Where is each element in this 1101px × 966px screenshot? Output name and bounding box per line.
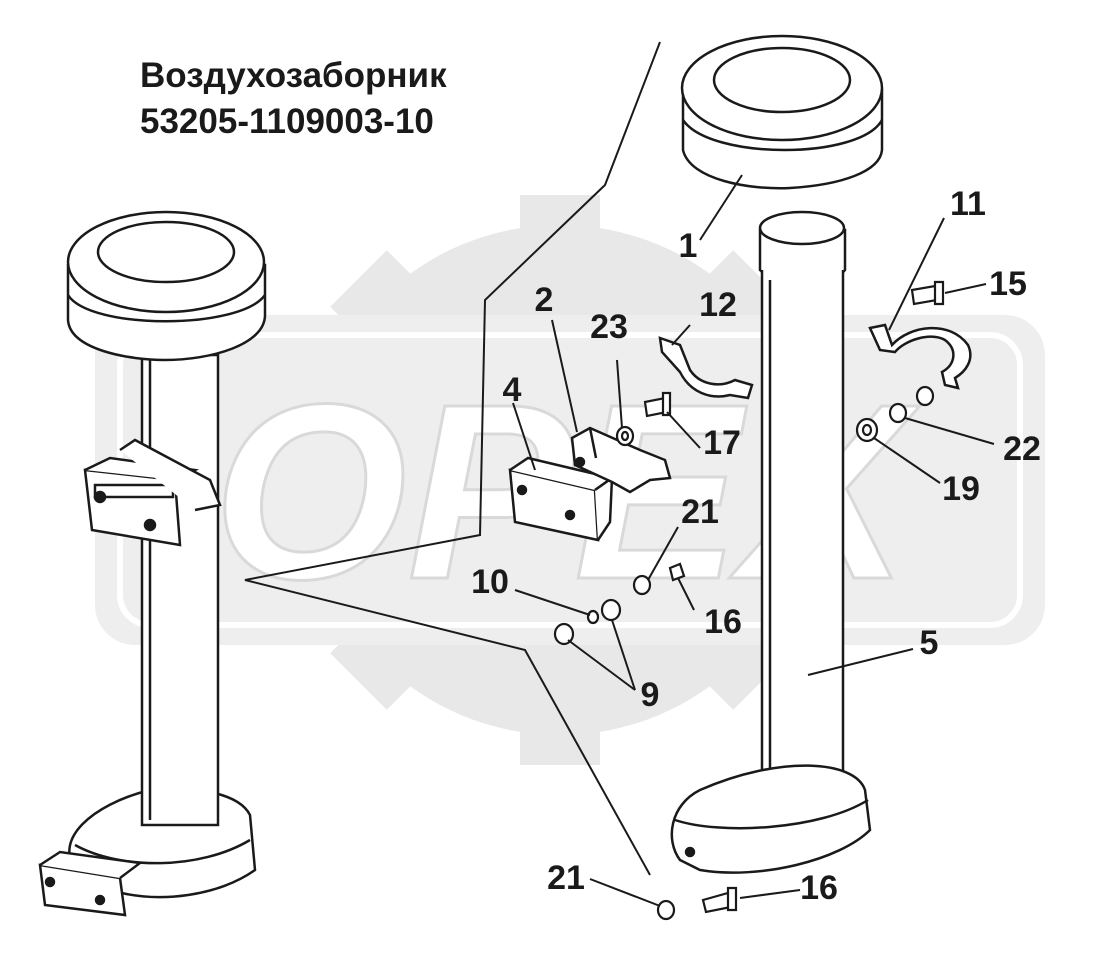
part-5-tube [672,212,870,873]
callout-1: 1 [678,227,698,265]
callout-11: 11 [950,185,986,223]
callout-19: 19 [942,470,980,508]
callout-22: 22 [1003,430,1041,468]
diagram-title: Воздухозаборник [140,56,447,95]
callout-21-lower: 21 [547,859,585,897]
callout-5: 5 [919,624,939,662]
callout-23: 23 [590,308,628,346]
callout-21-upper: 21 [681,493,719,531]
part-2-bracket [572,428,670,492]
callout-17: 17 [703,424,741,462]
left-intake-assembly [40,212,265,915]
callout-16-lower: 16 [800,869,838,907]
callout-10: 10 [471,563,509,601]
callout-16-upper: 16 [704,603,742,641]
callout-2: 2 [534,281,554,319]
diagram-part-number: 53205-1109003-10 [140,102,434,141]
callout-9: 9 [640,676,660,714]
part-11-clamp [870,325,970,388]
part-4-bracket [510,458,612,540]
leader-lines [244,41,995,907]
callout-12: 12 [699,286,737,324]
callout-4: 4 [502,371,522,409]
callout-15: 15 [989,265,1027,303]
part-1-cap [682,36,882,188]
part-12-strap [660,338,752,398]
